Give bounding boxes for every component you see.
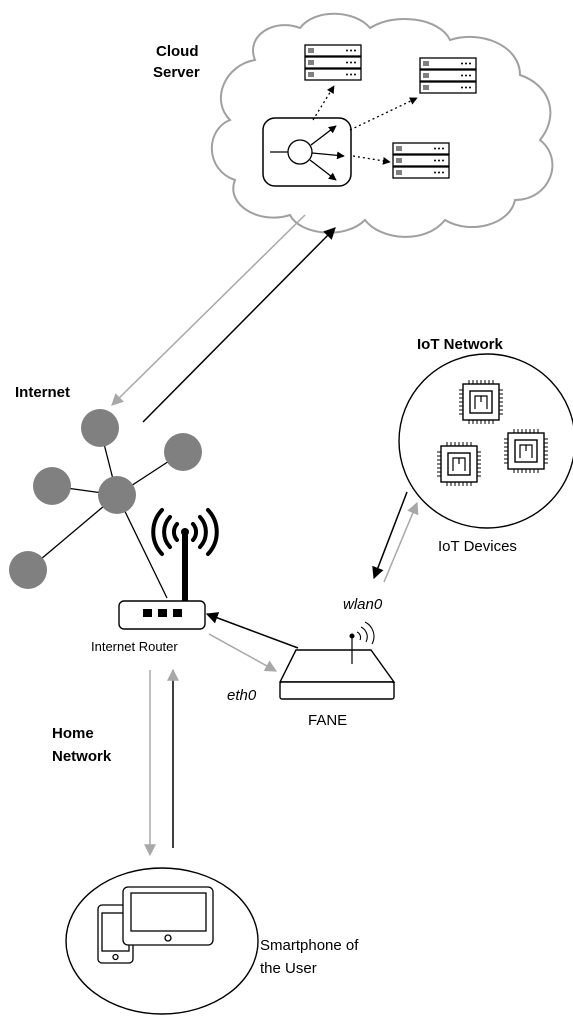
internet-mesh: [9, 409, 202, 599]
wlan0-label: wlan0: [343, 596, 383, 613]
fane-device-icon: [278, 633, 396, 700]
arrow-internet-to-cloud: [142, 227, 336, 423]
internet-router-label: Internet Router: [91, 639, 178, 654]
home-network-label-line1: Home: [52, 725, 94, 742]
arrow-iot-to-fane: [372, 491, 408, 580]
iot-network-label: IoT Network: [417, 336, 503, 353]
iot-devices-label: IoT Devices: [438, 538, 517, 555]
arrow-cloud-to-internet: [111, 214, 306, 406]
server-stack-icon: [420, 58, 476, 93]
server-stack-icon: [393, 143, 449, 178]
tablet-icon: [122, 886, 214, 946]
internet-node: [33, 467, 71, 505]
cloud-dotted-links: [312, 85, 418, 165]
iot-chip-icon: [436, 441, 482, 487]
iot-network-circle: [398, 353, 573, 529]
fane-label: FANE: [308, 712, 347, 729]
home-network-label-line2: Network: [52, 748, 112, 765]
wifi-signal-icon: [151, 508, 219, 556]
internet-node: [9, 551, 47, 589]
fane-wifi-icon: [356, 621, 375, 645]
load-balancer-icon: [262, 117, 352, 187]
smartphone-label-line1: Smartphone of: [260, 937, 359, 954]
server-stack-icon: [305, 45, 361, 80]
iot-chip-icon: [458, 379, 504, 425]
arrow-fane-to-router: [205, 612, 299, 649]
internet-node: [164, 433, 202, 471]
cloud-server-label-line2: Server: [153, 64, 200, 81]
internet-node: [81, 409, 119, 447]
cloud-server-icon: [210, 12, 554, 238]
internet-router-icon: [118, 528, 206, 630]
internet-node: [98, 476, 136, 514]
smartphone-label-line2: the User: [260, 960, 317, 977]
eth0-label: eth0: [227, 687, 257, 704]
arrow-router-to-fane: [208, 633, 278, 672]
internet-label: Internet: [15, 384, 70, 401]
iot-chip-icon: [503, 428, 549, 474]
arrow-fane-to-iot: [383, 501, 419, 583]
cloud-server-label-line1: Cloud: [156, 43, 199, 60]
